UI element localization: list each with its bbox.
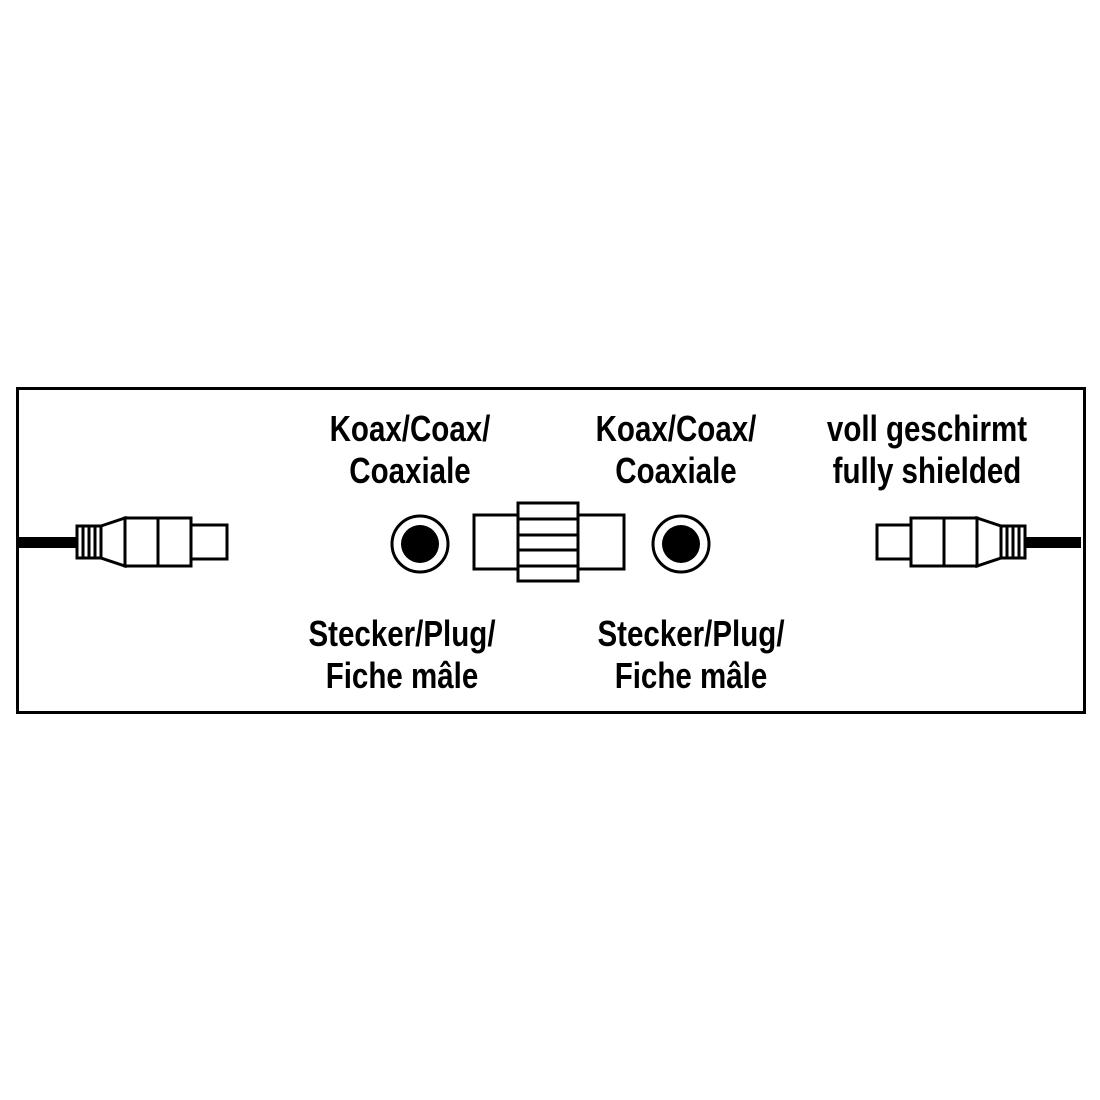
left-socket-icon xyxy=(390,514,450,574)
right-plug-icon xyxy=(875,515,1081,569)
label-top-middle-line1: Koax/Coax/ xyxy=(595,408,757,449)
label-top-right-line1: voll geschirmt xyxy=(826,408,1028,449)
label-top-left-line2: Coaxiale xyxy=(349,450,471,491)
right-plug-tip xyxy=(875,523,913,561)
label-bottom-middle: Stecker/Plug/ Fiche mâle xyxy=(576,613,806,697)
label-top-left-line1: Koax/Coax/ xyxy=(329,408,491,449)
left-cable xyxy=(19,537,77,548)
label-bottom-left: Stecker/Plug/ Fiche mâle xyxy=(287,613,517,697)
left-plug-tip xyxy=(189,523,229,561)
coupler-icon xyxy=(472,501,626,583)
left-plug-icon xyxy=(19,515,229,569)
label-top-right: voll geschirmt fully shielded xyxy=(808,408,1046,492)
label-top-left: Koax/Coax/ Coaxiale xyxy=(312,408,509,492)
right-cable xyxy=(1025,537,1081,548)
label-bottom-left-line1: Stecker/Plug/ xyxy=(308,613,496,654)
right-plug-taper xyxy=(975,515,1003,569)
label-bottom-middle-line1: Stecker/Plug/ xyxy=(597,613,785,654)
label-bottom-middle-line2: Fiche mâle xyxy=(614,655,768,696)
label-top-right-line2: fully shielded xyxy=(832,450,1022,491)
coupler-nut xyxy=(516,501,580,583)
right-socket-icon xyxy=(651,514,711,574)
left-plug-taper xyxy=(99,515,127,569)
label-top-middle-line2: Coaxiale xyxy=(615,450,737,491)
label-bottom-left-line2: Fiche mâle xyxy=(325,655,479,696)
label-top-middle: Koax/Coax/ Coaxiale xyxy=(578,408,775,492)
